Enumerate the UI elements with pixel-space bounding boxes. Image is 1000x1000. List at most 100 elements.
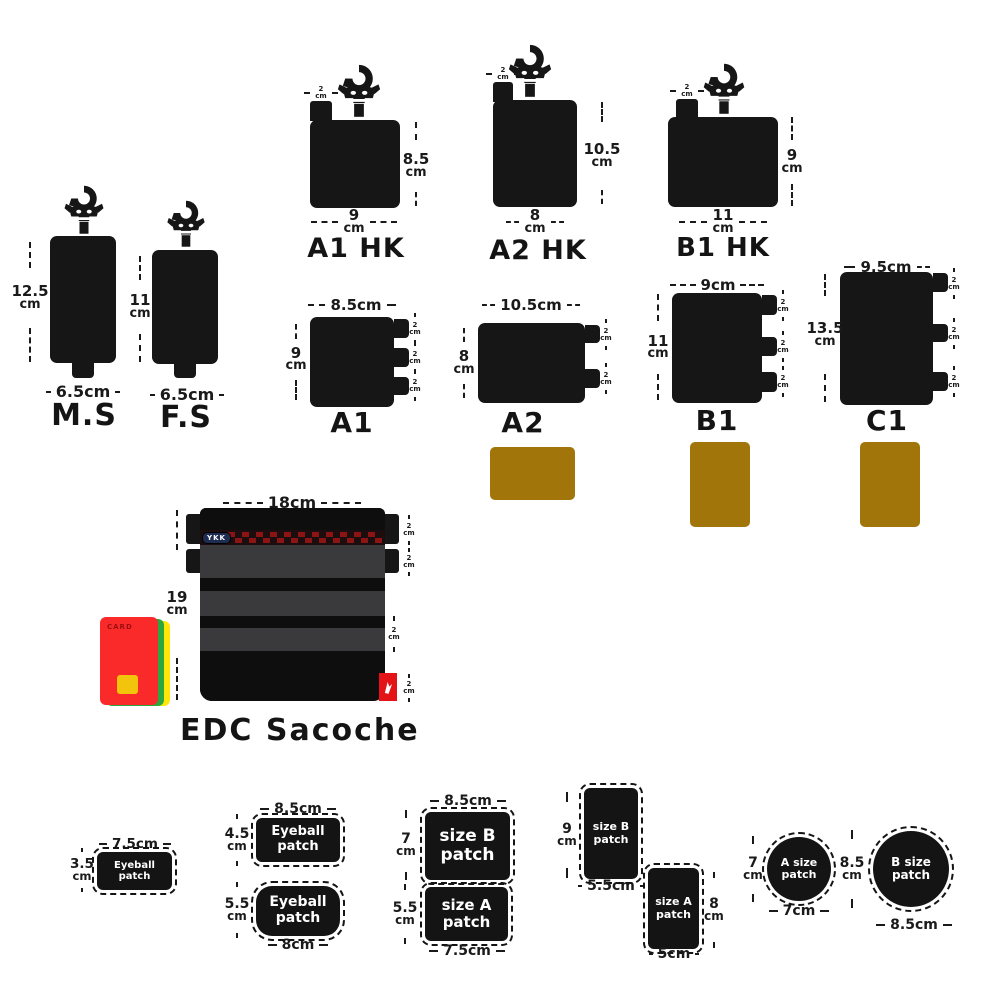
dim-tick xyxy=(463,384,465,398)
dim-dash xyxy=(916,266,930,268)
dim-dash xyxy=(496,800,506,802)
dim-unit: cm xyxy=(681,90,693,98)
hook-icon xyxy=(163,196,209,250)
dim-dash xyxy=(430,800,440,802)
a2-side-tab xyxy=(585,325,600,343)
a1-pouch-body xyxy=(310,317,394,407)
patch-text-line: Eyeball xyxy=(269,894,327,911)
dim-unit: cm xyxy=(712,220,734,236)
dim-dash xyxy=(550,220,564,223)
dim-tick xyxy=(601,190,603,204)
gold-scale-card xyxy=(690,442,750,527)
fs-width-dim: 6.5cm xyxy=(146,385,228,404)
dim-unit: cm xyxy=(72,868,92,883)
dim-dash xyxy=(321,501,362,504)
eyeball-patch-small: Eyeball patch xyxy=(92,847,177,895)
size-b-wide-width-dim: 8.5cm xyxy=(420,793,516,809)
dim-tick xyxy=(605,319,607,323)
dim-value: 2 xyxy=(391,626,397,634)
dim-value: 11 xyxy=(129,291,151,310)
dim-value: 2 xyxy=(412,377,418,386)
dim-dash xyxy=(219,393,225,396)
dim-value: 5.5 xyxy=(224,896,250,913)
dim-dash xyxy=(513,73,520,75)
dim-value: 2 xyxy=(318,85,324,93)
dim-tick xyxy=(824,374,826,402)
dim-dash xyxy=(639,885,644,887)
dim-dash xyxy=(740,284,765,286)
dim-tick xyxy=(236,882,238,887)
size-a-wide-width-dim: 7.5cm xyxy=(420,943,514,959)
dim-tick xyxy=(791,184,793,206)
dim-dash xyxy=(304,92,311,94)
sacoche-zipper: YKK xyxy=(200,530,385,545)
dim-value: 8.5cm xyxy=(890,917,938,933)
sacoche-panel xyxy=(200,591,385,616)
dim-dash xyxy=(222,501,263,504)
eyeball-l-width-dim: 8cm xyxy=(253,937,343,953)
sacoche-bottom-panel xyxy=(200,651,385,701)
dim-tick xyxy=(81,848,83,852)
gold-scale-card xyxy=(860,442,920,527)
dim-value: 9cm xyxy=(700,276,736,294)
dim-value: 2 xyxy=(406,554,412,562)
patch-text-line: size B xyxy=(439,825,496,846)
dim-tick xyxy=(953,345,955,349)
a1-label: A1 xyxy=(330,406,374,439)
dim-unit: cm xyxy=(409,384,421,393)
dim-unit: cm xyxy=(403,561,415,569)
dim-dash xyxy=(669,284,696,286)
dim-unit: cm xyxy=(405,164,427,180)
dim-dash xyxy=(369,220,397,223)
dim-tick xyxy=(405,810,407,818)
ms-bag-body xyxy=(50,236,116,363)
eyeball-m-width-dim: 8.5cm xyxy=(251,801,345,817)
dim-tick xyxy=(851,898,853,908)
dim-unit: cm xyxy=(497,73,509,81)
dim-dash xyxy=(308,304,326,306)
dim-dash xyxy=(115,390,121,393)
dim-value: 8.5cm xyxy=(274,801,322,817)
dim-unit: cm xyxy=(403,529,415,537)
patch-text-line: patch xyxy=(442,913,491,931)
dim-value: 5.5 xyxy=(392,900,418,917)
b-circle-width-dim: 8.5cm xyxy=(866,917,962,933)
a1-width-dim: 8.5cm xyxy=(304,296,400,314)
dim-tick xyxy=(408,548,410,552)
c1-side-tab xyxy=(933,273,948,292)
dim-tick xyxy=(851,830,853,839)
sacoche-right-tab xyxy=(383,514,399,544)
dim-tick xyxy=(601,102,603,122)
dim-value: 2 xyxy=(412,349,418,358)
dim-unit: cm xyxy=(395,912,415,927)
b1-label: B1 xyxy=(695,404,739,437)
dim-tick xyxy=(782,393,784,397)
dim-tick xyxy=(408,541,410,545)
fs-label: F.S xyxy=(159,400,213,435)
dim-value: 2 xyxy=(406,522,412,530)
dim-value: 11 xyxy=(712,206,734,224)
dim-tick xyxy=(566,867,568,878)
dim-tick xyxy=(782,331,784,335)
dim-unit: cm xyxy=(409,327,421,336)
dim-dash xyxy=(149,393,155,396)
dim-dash xyxy=(162,843,171,845)
dim-unit: cm xyxy=(948,282,960,291)
